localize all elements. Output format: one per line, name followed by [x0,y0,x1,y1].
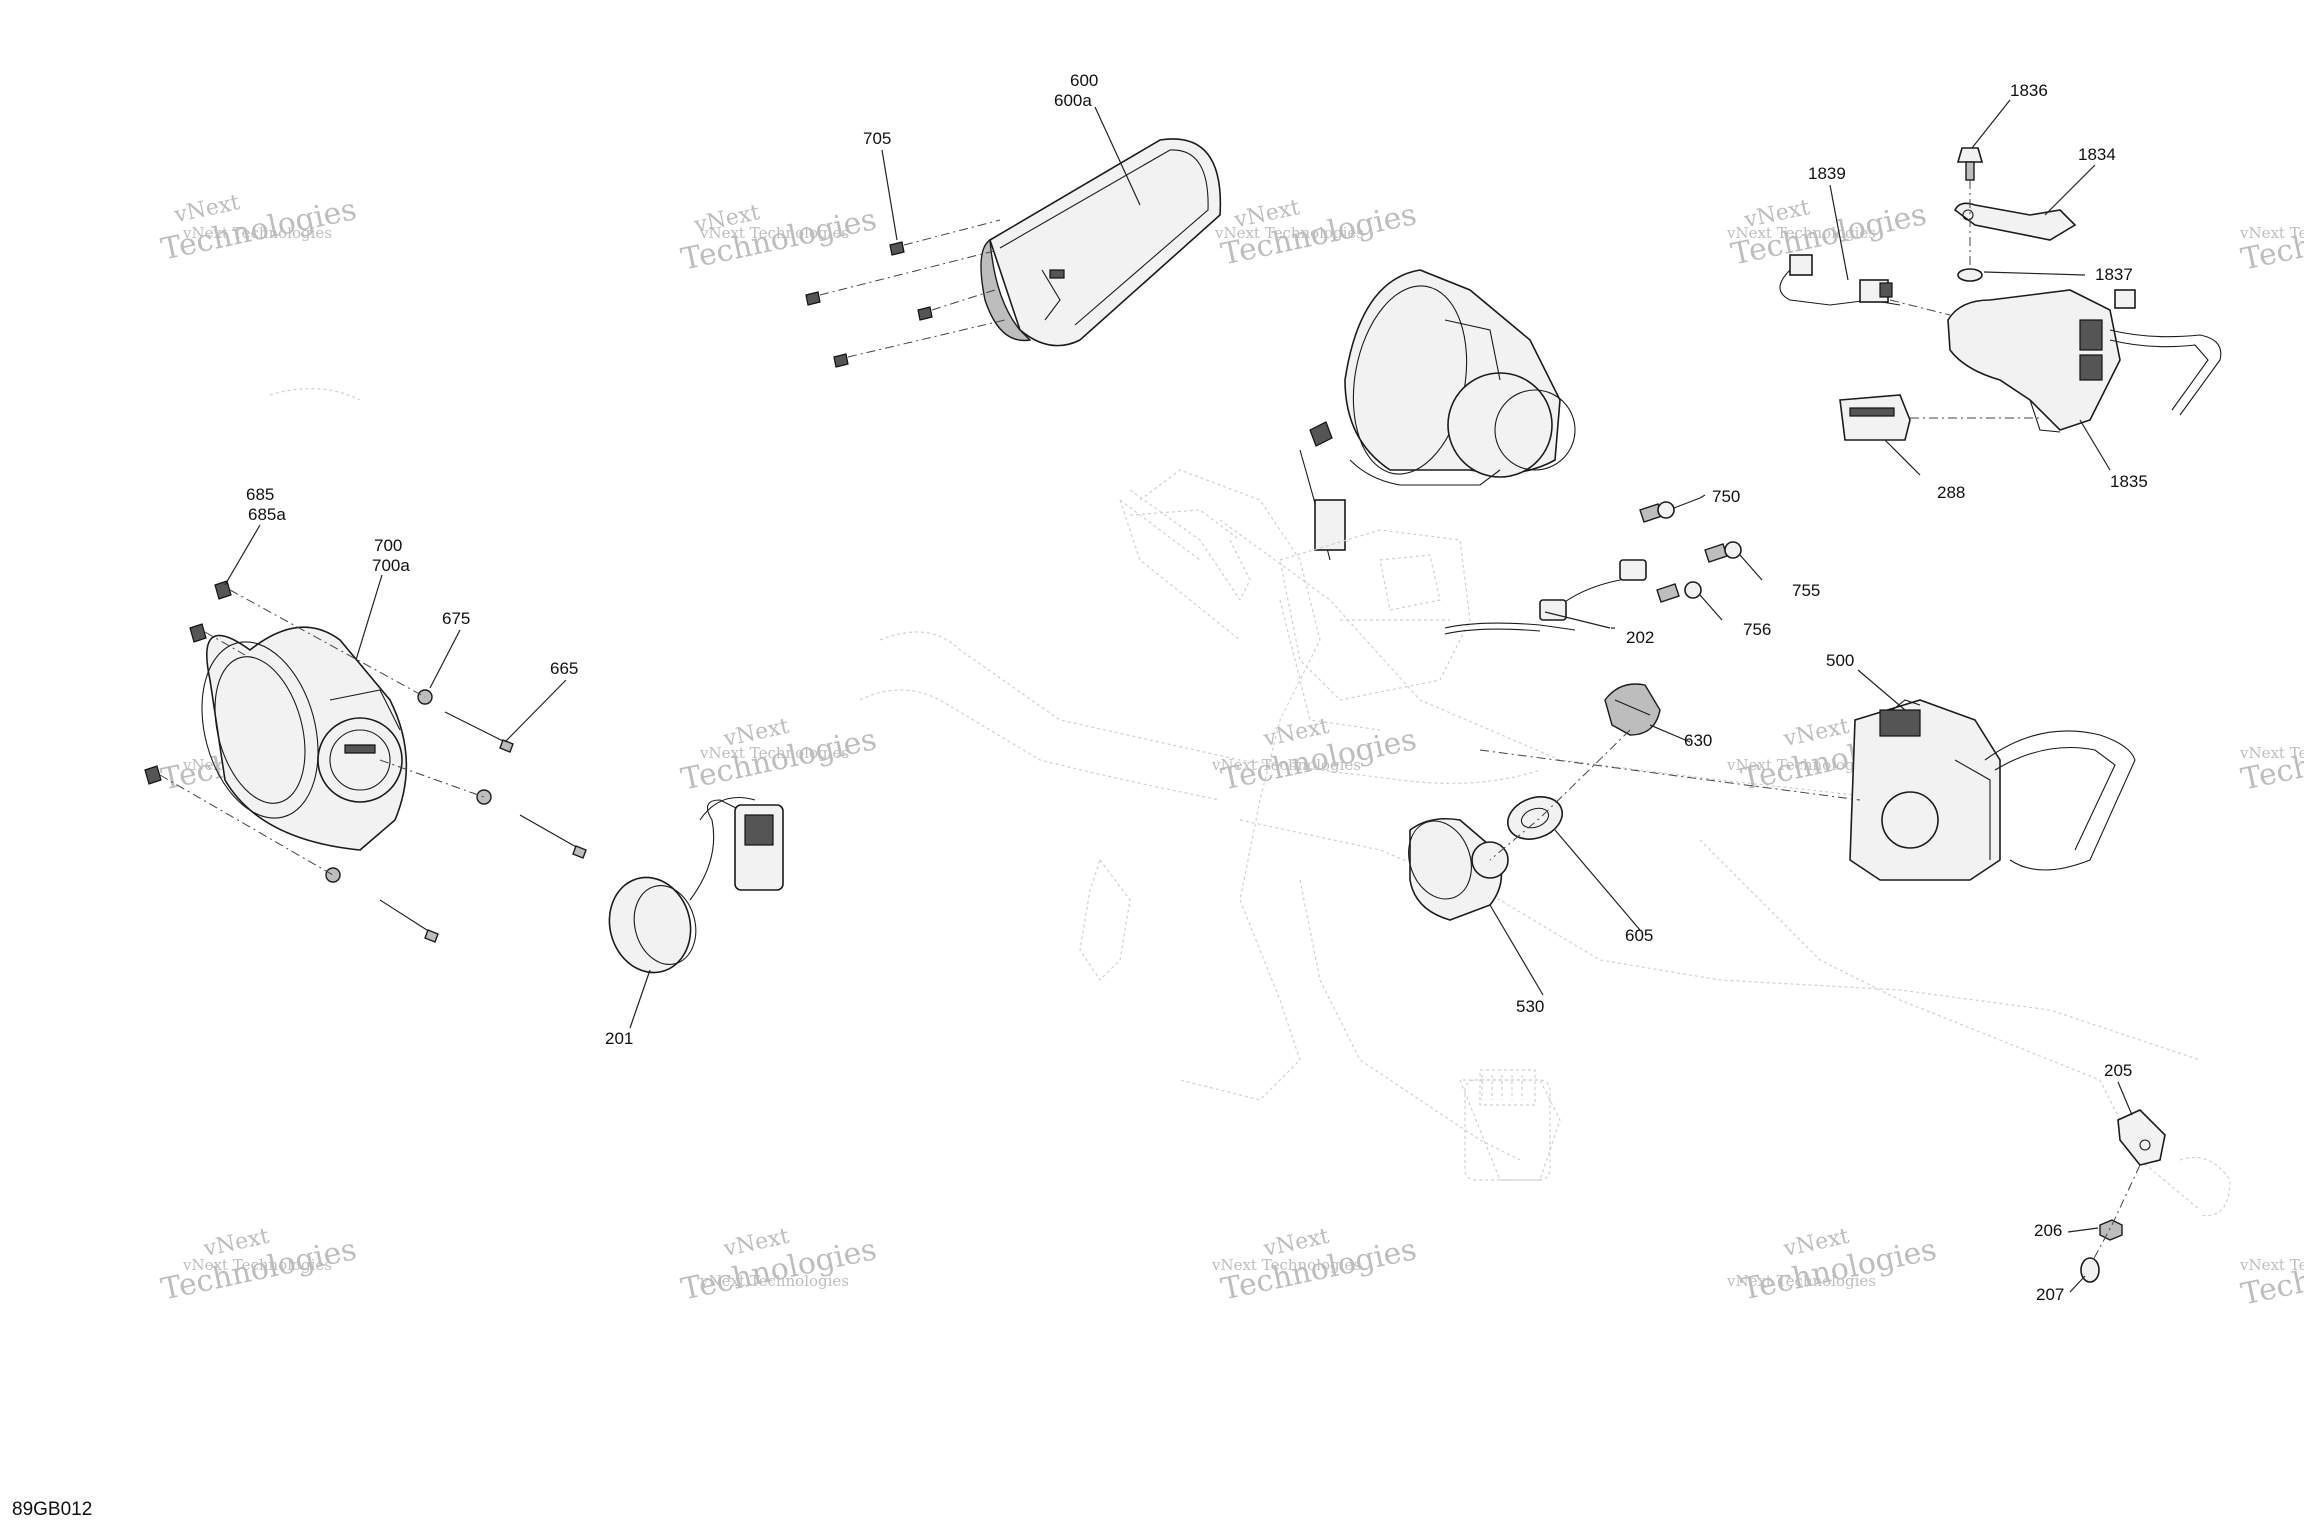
callout-630: 630 [1684,731,1712,750]
part-1837-washer [1957,268,1983,282]
svg-text:vNext Technologies: vNext Technologies [182,1256,332,1274]
svg-text:vNext Technologies: vNext Technologies [699,1272,849,1290]
part-755-bulb [1704,541,1763,581]
callout-201: 201 [605,1029,633,1048]
callout-1837: 1837 [2095,265,2133,284]
callout-1834: 1834 [2078,145,2116,164]
drawing-code: 89GB012 [12,1499,92,1520]
part-685-adjust-screws [144,580,232,785]
center-relay-box [1129,509,1471,731]
callout-288: 288 [1937,483,1965,502]
callout-705: 705 [863,129,891,148]
callout-755: 755 [1792,581,1820,600]
svg-text:vNext Technologies: vNext Technologies [2239,744,2304,762]
part-201-bulb-harness [608,796,784,974]
callout-700: 700 [374,536,402,555]
part-288-connector [1839,394,2040,441]
part-205-clip [2117,1109,2231,1217]
svg-text:vNext Technologies: vNext Technologies [182,224,332,242]
axis-line-530 [1489,729,1631,861]
part-1839-harness [1779,254,1951,316]
axis-line-205 [2091,1164,2141,1263]
callout-1835: 1835 [2110,472,2148,491]
callout-665: 665 [550,659,578,678]
part-705-screws [805,219,1006,368]
svg-text:vNext Technologies: vNext Technologies [1726,756,1876,774]
svg-text:vNext Technologies: vNext Technologies [1211,756,1361,774]
part-630-socket [1604,683,1661,736]
center-headlamp-assembly [1299,269,1576,561]
ghost-ecu-module [1464,1069,1551,1181]
callout-202: 202 [1626,628,1654,647]
svg-text:vNext Technologies: vNext Technologies [1211,1256,1361,1274]
part-1835-switch-housing [1947,289,2222,433]
callout-500: 500 [1826,651,1854,670]
part-600-lens-cover [980,138,1222,347]
part-206-nut [2099,1219,2123,1241]
callout-600a: 600a [1054,91,1092,110]
svg-text:Technologies: Technologies [2238,1237,2304,1313]
callout-1839: 1839 [1808,164,1846,183]
part-202-harness [1444,559,1647,635]
part-750-bulb [1639,497,1701,523]
part-1834-bracket [1953,202,2077,241]
callout-750: 750 [1712,487,1740,506]
part-1836-screw [1956,147,1984,275]
callout-205: 205 [2104,1061,2132,1080]
svg-text:vNext Technologies: vNext Technologies [1214,224,1364,242]
part-756-bulb [1656,581,1723,621]
callout-685a: 685a [248,505,286,524]
callout-700a: 700a [372,556,410,575]
callout-530: 530 [1516,997,1544,1016]
callout-207: 207 [2036,1285,2064,1304]
callout-756: 756 [1743,620,1771,639]
svg-text:vNext Technologies: vNext Technologies [699,744,849,762]
callout-605: 605 [1625,926,1653,945]
svg-text:vNext Technologies: vNext Technologies [699,224,849,242]
callout-675: 675 [442,609,470,628]
part-207-washer [2080,1257,2100,1283]
callout-600: 600 [1070,71,1098,90]
part-530-bulb [1408,817,1509,921]
part-500-handlebar-switch [1479,699,2136,881]
callout-206: 206 [2034,1221,2062,1240]
part-700-headlamp-housing [201,626,408,851]
part-605-grommet [1507,796,1563,840]
svg-text:vNext Technologies: vNext Technologies [2239,1256,2304,1274]
leader-lines [224,99,2133,1293]
callout-685: 685 [246,485,274,504]
svg-text:vNext Technologies: vNext Technologies [1726,1272,1876,1290]
part-675-washers [325,689,492,883]
svg-text:vNext Technologies: vNext Technologies [1726,224,1876,242]
svg-text:vNext Technologies: vNext Technologies [2239,224,2304,242]
callout-1836: 1836 [2010,81,2048,100]
callout-labels: 600 600a 705 685 685a 700 700a 675 665 2… [246,71,2148,1304]
ghost-frame-outline [269,388,2201,1211]
part-665-bolts [159,589,587,943]
